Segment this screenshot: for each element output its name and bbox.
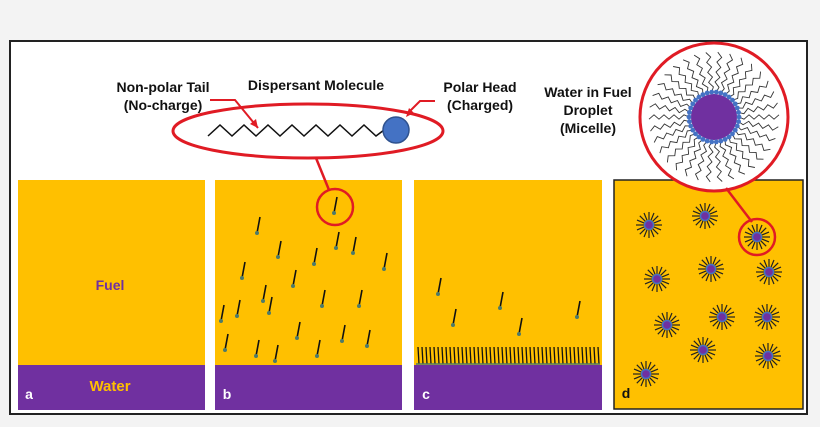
dispersant-molecule-icon xyxy=(382,252,388,271)
dispersant-molecule-icon xyxy=(332,196,338,215)
panel-d-micelles xyxy=(633,203,782,387)
head-label-line1: Polar Head xyxy=(443,79,517,95)
dispersant-molecule-icon xyxy=(312,247,318,266)
polar-head-icon xyxy=(382,116,410,144)
panel-b-molecules xyxy=(219,196,388,363)
micelle-icon xyxy=(690,337,716,363)
dispersant-molecule-icon xyxy=(315,339,321,358)
head-label-line2: (Charged) xyxy=(446,97,514,113)
micelle-icon xyxy=(654,312,680,338)
panel-c-water xyxy=(414,365,602,410)
molecule-label: Dispersant Molecule xyxy=(247,77,385,93)
fuel-label: Fuel xyxy=(95,277,125,293)
dispersant-molecule-icon xyxy=(291,269,297,288)
panel-a-water xyxy=(18,365,205,410)
tail-label-line1: Non-polar Tail xyxy=(116,79,210,95)
panel-a-fuel xyxy=(18,180,205,365)
water-label: Water xyxy=(89,378,131,395)
zoom-circle-d-icon xyxy=(737,217,777,257)
panel-c-fuel xyxy=(414,180,602,365)
micelle-icon xyxy=(644,266,670,292)
panel-b-fuel xyxy=(215,180,402,365)
head-label: Polar Head (Charged) xyxy=(420,78,540,114)
dispersant-molecule-icon xyxy=(357,289,363,308)
micelle-icon xyxy=(648,51,780,183)
micelle-icon xyxy=(755,343,781,369)
droplet-label-line1: Water in Fuel xyxy=(544,84,632,100)
zoom-connector-d-icon xyxy=(725,187,753,223)
panel-b-water xyxy=(215,365,402,410)
dispersant-molecule-icon xyxy=(340,324,346,343)
dispersant-molecule-icon xyxy=(334,231,340,250)
droplet-label-line2: Droplet xyxy=(563,102,613,118)
tail-label-line2: (No-charge) xyxy=(123,97,203,113)
tail-label: Non-polar Tail (No-charge) xyxy=(88,78,238,114)
panel-d-letter: d xyxy=(621,385,631,401)
molecule-highlight-ellipse-icon xyxy=(171,102,445,160)
dispersant-molecule-icon xyxy=(365,329,371,348)
dispersant-molecule-icon xyxy=(575,300,581,319)
panel-c-letter: c xyxy=(422,386,430,402)
micelle-icon xyxy=(633,361,659,387)
dispersant-molecule-icon xyxy=(235,299,241,318)
dispersant-molecule-icon xyxy=(254,339,260,358)
dispersant-molecule-icon xyxy=(517,317,523,336)
dispersant-molecule-icon xyxy=(498,291,504,310)
micelle-icon xyxy=(636,212,662,238)
dispersant-molecule-icon xyxy=(219,304,225,323)
dispersant-molecule-icon xyxy=(351,236,357,255)
tail-arrow-head-icon xyxy=(250,119,258,128)
dispersant-molecule-icon xyxy=(436,277,442,296)
dispersant-molecule-icon xyxy=(295,321,301,340)
dispersant-molecule-icon xyxy=(240,261,246,280)
panel-b-letter: b xyxy=(222,386,232,402)
dispersant-molecule-icon xyxy=(451,308,457,327)
dispersant-molecule-icon xyxy=(320,289,326,308)
micelle-icon xyxy=(754,304,780,330)
dispersant-molecule-icon xyxy=(276,240,282,259)
dispersant-molecule-icon xyxy=(273,344,279,363)
panel-c-molecules xyxy=(436,277,581,336)
droplet-label-line3: (Micelle) xyxy=(559,120,616,136)
panel-a-letter: a xyxy=(25,386,33,402)
micelle-icon xyxy=(692,203,718,229)
dispersant-tail-icon xyxy=(207,123,385,138)
dispersant-molecule-icon xyxy=(261,284,267,303)
droplet-label: Water in Fuel Droplet (Micelle) xyxy=(523,83,653,137)
zoom-connector-b-icon xyxy=(314,157,331,191)
tail-arrow-icon xyxy=(210,99,259,129)
micelle-icon xyxy=(756,259,782,285)
dispersant-molecule-icon xyxy=(255,216,261,235)
dispersant-molecule-icon xyxy=(223,333,229,352)
head-arrow-icon xyxy=(407,100,435,114)
dispersant-molecule-icon xyxy=(267,296,273,315)
micelle-icon xyxy=(744,224,770,250)
micelle-icon xyxy=(709,304,735,330)
head-arrow-head-icon xyxy=(406,108,414,117)
micelle-icon xyxy=(698,256,724,282)
panel-c-interface-layer xyxy=(416,346,600,365)
zoom-circle-b-icon xyxy=(315,187,355,227)
